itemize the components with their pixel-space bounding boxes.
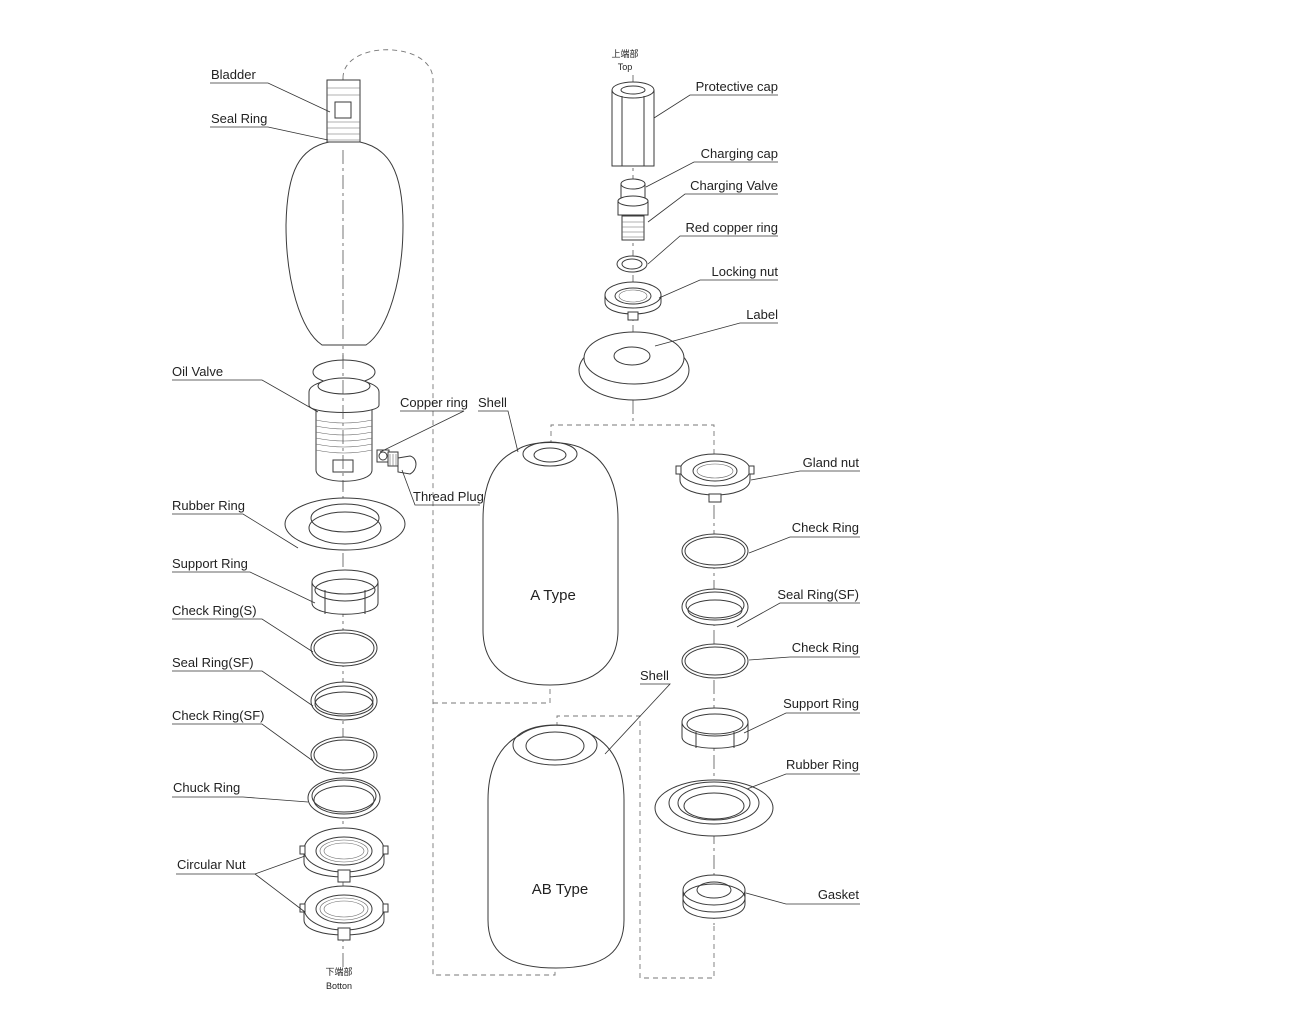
red-copper-ring-part — [616, 255, 648, 273]
label-red-copper-ring: Red copper ring — [686, 220, 779, 235]
seal-ring-sf-right-part — [681, 588, 749, 626]
protective-cap-part — [611, 81, 655, 167]
rubber-ring-left-part — [284, 497, 406, 551]
circular-nut-lower-part — [299, 885, 389, 941]
label-rubber-ring-left: Rubber Ring — [172, 498, 245, 513]
chuck-ring-part — [307, 777, 381, 819]
label-gasket: Gasket — [818, 887, 860, 902]
shell-a-type-part — [482, 441, 619, 686]
leader-lines — [172, 82, 860, 913]
label-copper-ring: Copper ring — [400, 395, 468, 410]
bottom-marker-zh: 下端部 — [325, 966, 352, 977]
label-support-ring-left: Support Ring — [172, 556, 248, 571]
label-shell-a: Shell — [478, 395, 507, 410]
label-label: Label — [746, 307, 778, 322]
label-gland-nut: Gland nut — [803, 455, 860, 470]
label-seal-ring: Seal Ring — [211, 111, 267, 126]
label-seal-ring-sf-right: Seal Ring(SF) — [777, 587, 859, 602]
label-check-ring-right-2: Check Ring — [792, 640, 859, 655]
check-ring-sf-left-part — [310, 736, 378, 774]
shell-a-type-text: A Type — [530, 587, 576, 604]
connection-frame-left — [342, 49, 556, 976]
shell-ab-type-part — [487, 724, 625, 969]
label-oil-valve: Oil Valve — [172, 364, 223, 379]
label-check-ring-s: Check Ring(S) — [172, 603, 257, 618]
locking-nut-part — [604, 281, 662, 321]
label-check-ring-sf: Check Ring(SF) — [172, 708, 264, 723]
label-support-ring-right: Support Ring — [783, 696, 859, 711]
seal-ring-sf-left-part — [310, 681, 378, 721]
copper-ring-part — [376, 449, 390, 463]
check-ring-s-part — [310, 629, 378, 667]
top-marker-en: Top — [618, 62, 633, 72]
circular-nut-upper-part — [299, 827, 389, 883]
bottom-marker-en: Botton — [326, 981, 352, 991]
label-bladder: Bladder — [211, 67, 256, 82]
label-locking-nut: Locking nut — [712, 264, 779, 279]
support-ring-left-part — [311, 569, 379, 615]
label-thread-plug: Thread Plug — [413, 489, 484, 504]
label-shell-ab: Shell — [640, 668, 669, 683]
charging-valve-part — [617, 195, 649, 241]
rubber-ring-right-part — [654, 779, 774, 837]
label-protective-cap: Protective cap — [696, 79, 778, 94]
label-check-ring-right-1: Check Ring — [792, 520, 859, 535]
label-circular-nut: Circular Nut — [177, 857, 246, 872]
thread-plug-part — [387, 451, 417, 475]
connection-frame-right — [550, 400, 715, 979]
check-ring-right-2-part — [681, 643, 749, 679]
bladder-part — [285, 79, 404, 346]
label-charging-cap: Charging cap — [701, 146, 778, 161]
label-seal-ring-sf-left: Seal Ring(SF) — [172, 655, 254, 670]
shell-ab-type-text: AB Type — [532, 881, 588, 898]
label-charging-valve: Charging Valve — [690, 178, 778, 193]
charging-cap-part — [620, 178, 646, 199]
label-chuck-ring: Chuck Ring — [173, 780, 240, 795]
oil-valve-part — [308, 355, 380, 490]
gland-nut-part — [675, 453, 755, 503]
check-ring-right-1-part — [681, 533, 749, 569]
top-marker-zh: 上端部 — [611, 48, 638, 59]
label-rubber-ring-right: Rubber Ring — [786, 757, 859, 772]
label-part — [578, 331, 690, 401]
gasket-part — [682, 874, 746, 919]
support-ring-right-part — [681, 707, 749, 749]
